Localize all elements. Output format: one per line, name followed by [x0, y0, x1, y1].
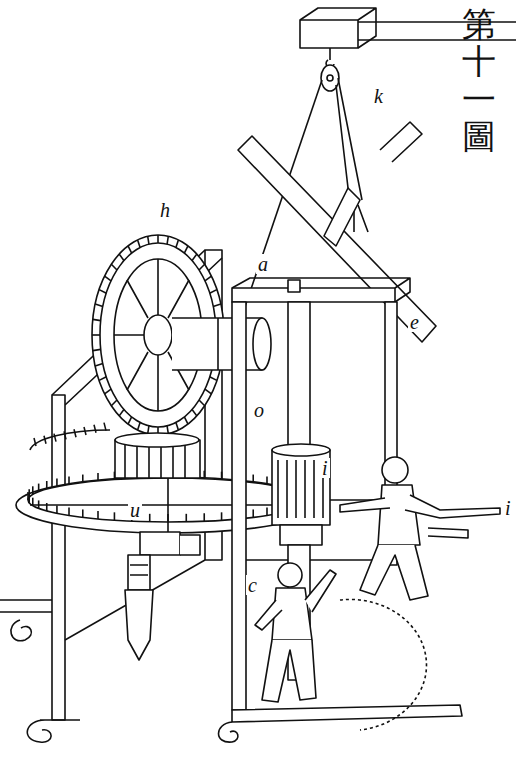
gear-tooth	[105, 389, 111, 394]
base	[11, 599, 462, 742]
gear-tooth	[266, 508, 268, 516]
worker	[340, 457, 500, 600]
gear-tooth	[97, 473, 99, 481]
part-letter: u	[128, 500, 142, 520]
gear-tooth	[184, 246, 188, 253]
gear-tooth	[104, 423, 106, 431]
gear-tooth	[28, 489, 30, 497]
gear-tooth	[149, 514, 151, 522]
gear-tooth	[34, 438, 36, 446]
gear-tooth	[148, 236, 149, 244]
gear-tooth	[68, 476, 70, 484]
gear-tooth	[203, 471, 205, 479]
part-letter: h	[158, 200, 172, 220]
gear-tooth	[84, 427, 86, 435]
gear-tooth	[185, 514, 187, 522]
gear-tooth	[99, 290, 106, 294]
part-letter: c	[246, 575, 259, 595]
gear-tooth	[46, 481, 48, 489]
gear-tooth	[74, 429, 76, 437]
part-letter: i	[320, 458, 330, 478]
gear-tooth	[92, 334, 100, 336]
gear-tooth	[56, 505, 58, 513]
gear-tooth	[128, 246, 132, 253]
gear-tooth	[93, 319, 101, 320]
gear-tooth	[252, 475, 254, 483]
gear-tooth	[114, 512, 116, 520]
gear-tooth	[111, 264, 117, 270]
gear-tooth	[266, 476, 268, 484]
gear-tooth	[95, 304, 103, 306]
gear-tooth	[192, 254, 197, 260]
gear-tooth	[184, 417, 188, 424]
gear-tooth	[313, 460, 315, 518]
gear-tooth	[205, 389, 211, 394]
gear-tooth	[286, 460, 288, 518]
gear-tooth	[295, 460, 297, 518]
worker	[255, 563, 336, 702]
drill-bit	[125, 532, 200, 660]
part-letter: k	[372, 86, 385, 106]
gear-tooth	[38, 484, 40, 492]
gear-tooth	[138, 422, 140, 430]
gear-tooth	[93, 349, 101, 350]
gear-tooth	[199, 264, 205, 270]
gear-tooth	[95, 363, 103, 365]
lantern-pinion	[30, 423, 200, 478]
gear-tooth	[105, 276, 111, 281]
gear-tooth	[138, 240, 140, 248]
part-letter: i	[503, 498, 513, 518]
part-letter: e	[408, 312, 421, 332]
gear-tooth	[213, 304, 221, 306]
gear-tooth	[32, 486, 34, 494]
gear-tooth	[221, 472, 223, 480]
gear-tooth	[252, 509, 254, 517]
gear-tooth	[210, 377, 217, 381]
gear-tooth	[68, 508, 70, 516]
gear-tooth	[167, 236, 168, 244]
gear-tooth	[176, 422, 178, 430]
gear-tooth	[304, 460, 306, 518]
vertical-shaft	[272, 302, 380, 680]
gear-tooth	[210, 290, 217, 294]
gear-tooth	[203, 513, 205, 521]
gear-tooth	[119, 254, 124, 260]
gear-tooth	[205, 276, 211, 281]
part-letter: o	[252, 400, 266, 420]
gear-tooth	[99, 377, 106, 381]
gear-tooth	[221, 512, 223, 520]
gear-tooth	[94, 425, 96, 433]
gear-tooth	[119, 409, 124, 415]
gear-tooth	[199, 400, 205, 406]
cross-bar	[238, 122, 436, 342]
gear-tooth	[54, 434, 56, 442]
figure-title: 第十一圖	[462, 6, 496, 156]
gear-tooth	[277, 460, 279, 518]
gear-tooth	[64, 431, 66, 439]
gear-tooth	[44, 436, 46, 444]
gear-tooth	[111, 400, 117, 406]
axle-drum	[172, 318, 271, 370]
gear-tooth	[56, 479, 58, 487]
gear-tooth	[82, 475, 84, 483]
gear-tooth	[97, 511, 99, 519]
gear-tooth	[192, 409, 197, 415]
gear-tooth	[157, 235, 159, 243]
gear-tooth	[128, 417, 132, 424]
part-letter: a	[256, 254, 270, 274]
gear-tooth	[82, 509, 84, 517]
gear-tooth	[176, 240, 178, 248]
